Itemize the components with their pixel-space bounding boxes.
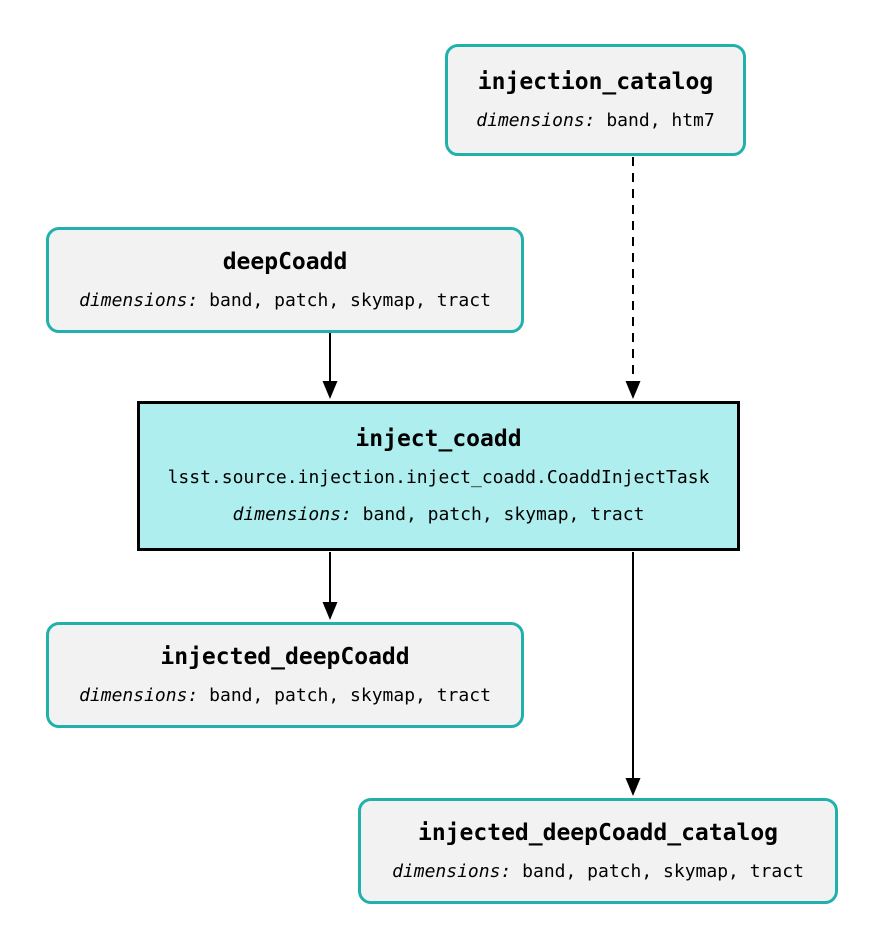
node-dimensions: dimensions: band, htm7: [476, 109, 714, 133]
node-inject_coadd: inject_coadd lsst.source.injection.injec…: [137, 401, 740, 551]
dimensions-label: dimensions:: [79, 684, 199, 706]
node-title: injected_deepCoadd: [160, 643, 410, 670]
node-injected_deepCoadd: injected_deepCoadd dimensions: band, pat…: [46, 622, 524, 728]
dimensions-value: band, patch, skymap, tract: [362, 504, 645, 525]
edge-inject_coadd-to-injected_deepCoadd_catalog: [625, 552, 641, 796]
dimensions-value: band, patch, skymap, tract: [209, 289, 491, 311]
arrowhead-icon: [322, 602, 338, 620]
dimensions-label: dimensions:: [392, 860, 512, 882]
dimensions-label: dimensions:: [476, 109, 596, 131]
node-dimensions: dimensions: band, patch, skymap, tract: [233, 503, 645, 527]
dimensions-value: band, htm7: [606, 109, 715, 131]
edge-deepCoadd-to-inject_coadd: [322, 333, 338, 399]
node-dimensions: dimensions: band, patch, skymap, tract: [392, 860, 804, 884]
dimensions-label: dimensions:: [232, 504, 352, 525]
node-title: inject_coadd: [355, 426, 522, 452]
edge-injection_catalog-to-inject_coadd: [625, 157, 641, 399]
node-title: deepCoadd: [222, 248, 348, 275]
node-dimensions: dimensions: band, patch, skymap, tract: [79, 684, 491, 708]
node-injected_deepCoadd_catalog: injected_deepCoadd_catalog dimensions: b…: [358, 798, 838, 904]
dimensions-value: band, patch, skymap, tract: [209, 684, 491, 706]
edge-inject_coadd-to-injected_deepCoadd: [322, 552, 338, 620]
arrowhead-icon: [322, 381, 338, 399]
node-dimensions: dimensions: band, patch, skymap, tract: [79, 289, 491, 313]
arrowhead-icon: [625, 778, 641, 796]
dimensions-label: dimensions:: [79, 289, 199, 311]
arrowhead-icon: [625, 381, 641, 399]
node-deepCoadd: deepCoadd dimensions: band, patch, skyma…: [46, 227, 524, 333]
node-title: injected_deepCoadd_catalog: [417, 819, 779, 846]
node-injection_catalog: injection_catalog dimensions: band, htm7: [445, 44, 746, 156]
task-class: lsst.source.injection.inject_coadd.Coadd…: [167, 467, 710, 488]
node-title: injection_catalog: [477, 68, 714, 95]
dimensions-value: band, patch, skymap, tract: [522, 860, 804, 882]
